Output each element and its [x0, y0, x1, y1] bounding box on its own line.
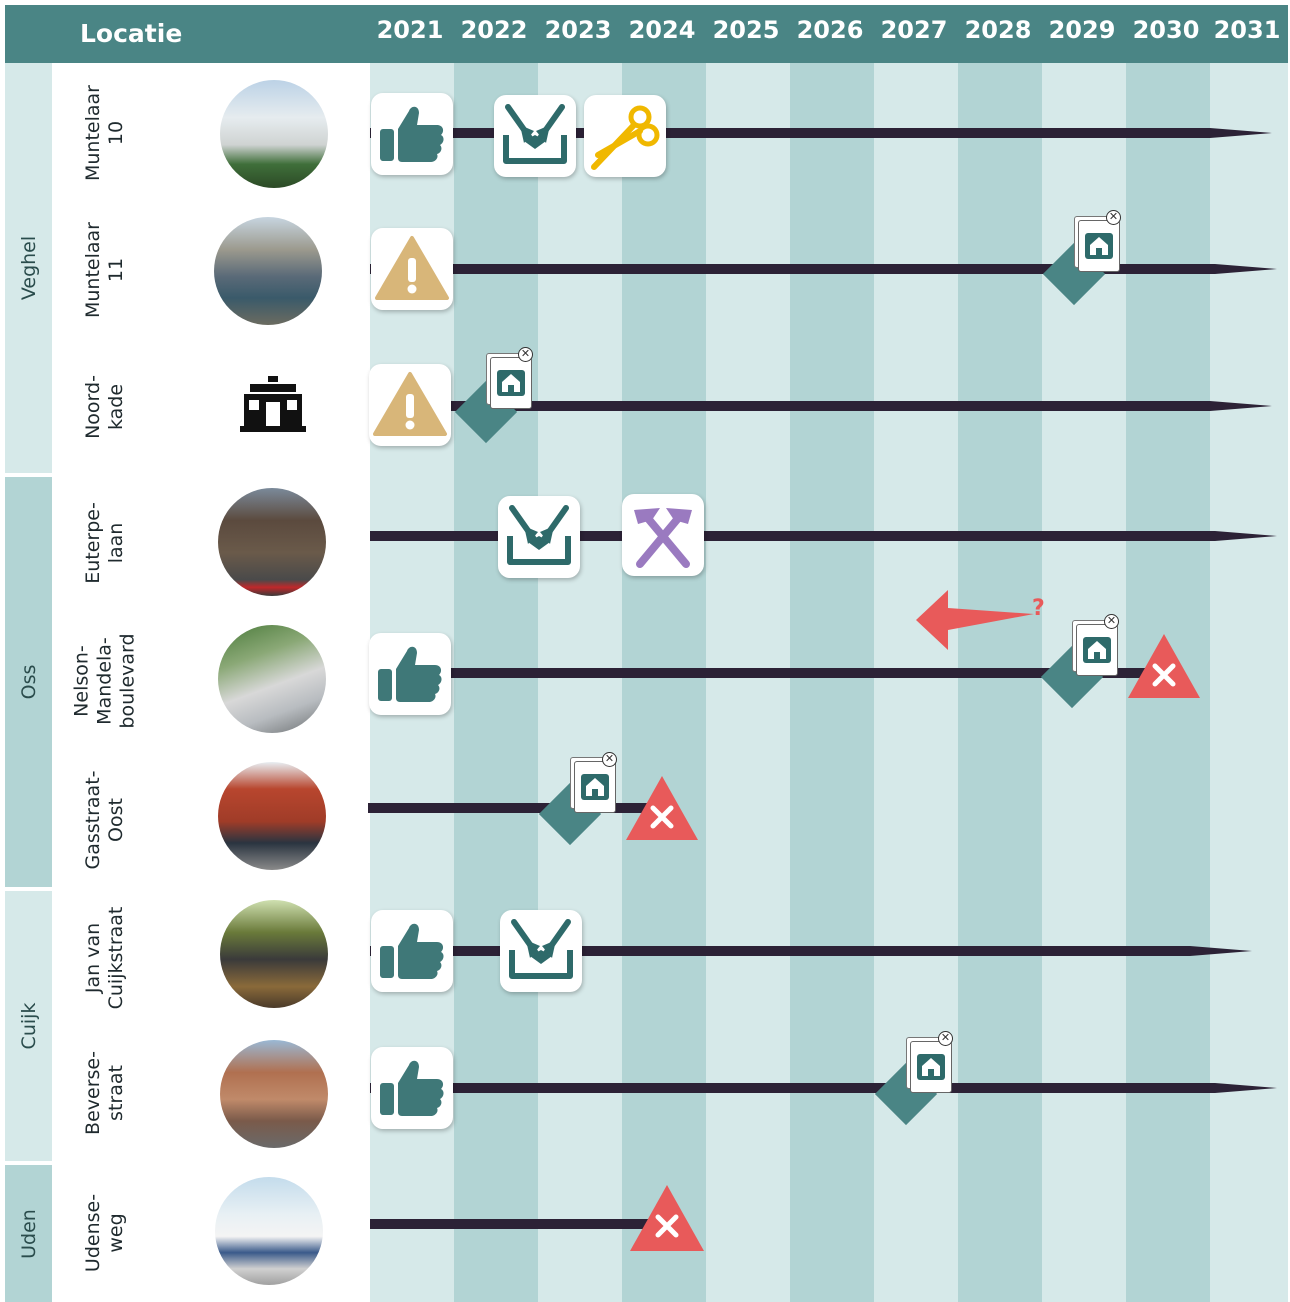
school-building-photo — [214, 217, 322, 325]
campus-render-photo — [218, 625, 326, 733]
year-label: 2021 — [376, 16, 444, 44]
timeline-arrowhead — [1215, 1083, 1277, 1093]
location-label: Jan van Cuijkstraat — [82, 906, 127, 1010]
location-label: Gasstraat- Oost — [82, 770, 127, 870]
termination-icon — [630, 1185, 704, 1251]
timeline-line-nelson-mandela — [370, 668, 1165, 678]
location-label: Beverse- straat — [82, 1051, 127, 1135]
office-building-photo — [220, 80, 328, 188]
year-column-2022 — [454, 63, 538, 1302]
merge-icon — [494, 95, 576, 177]
end-of-lease-icon — [490, 357, 532, 409]
end-of-lease-icon — [910, 1041, 952, 1093]
end-of-lease-icon — [574, 761, 616, 813]
location-label: Nelson- Mandela- boulevard — [70, 633, 139, 729]
thumbs-up-icon — [371, 93, 453, 175]
timeline-arrowhead — [1215, 264, 1277, 274]
timeline-line-beversestraat — [370, 1083, 1215, 1093]
year-column-2027 — [874, 63, 958, 1302]
warning-icon — [369, 364, 451, 446]
question-mark: ? — [1032, 596, 1045, 621]
red-brick-building-photo — [218, 762, 326, 870]
timeline-line-gasstraat — [368, 803, 663, 813]
merge-icon — [498, 496, 580, 578]
close-badge-icon: ✕ — [602, 752, 617, 767]
year-column-2031 — [1210, 63, 1288, 1302]
demolition-icon — [622, 494, 704, 576]
location-label: Muntelaar 10 — [82, 85, 127, 181]
year-label: 2027 — [880, 16, 948, 44]
location-label: Muntelaar 11 — [82, 222, 127, 318]
year-column-2025 — [706, 63, 790, 1302]
end-of-lease-icon — [1076, 624, 1118, 676]
thumbs-up-icon — [369, 633, 451, 715]
termination-icon — [626, 776, 698, 840]
year-label: 2025 — [712, 16, 780, 44]
building-icon — [238, 374, 308, 434]
move-back-arrow — [916, 590, 1034, 650]
thumbs-up-icon — [371, 910, 453, 992]
merge-icon — [500, 910, 582, 992]
close-badge-icon: ✕ — [518, 347, 533, 362]
timeline-arrowhead — [1190, 946, 1252, 956]
brick-facade-photo — [220, 1040, 328, 1148]
white-building-tower-photo — [215, 1177, 323, 1285]
region-cuijk: Cuijk — [5, 891, 52, 1161]
year-column-2024 — [622, 63, 706, 1302]
timeline-line-jan-van-cuijk — [370, 946, 1190, 956]
close-badge-icon: ✕ — [1106, 210, 1121, 225]
scissors-icon — [584, 95, 666, 177]
close-badge-icon: ✕ — [938, 1031, 953, 1046]
region-veghel: Veghel — [5, 63, 52, 473]
year-column-2023 — [538, 63, 622, 1302]
year-column-2028 — [958, 63, 1042, 1302]
timeline-line-udenseweg — [370, 1219, 665, 1229]
thumbs-up-icon — [371, 1047, 453, 1129]
close-badge-icon: ✕ — [1104, 614, 1119, 629]
location-label: Euterpe- laan — [82, 502, 127, 584]
brick-building-photo — [218, 488, 326, 596]
timeline-line-muntelaar-11 — [370, 264, 1215, 274]
year-label: 2023 — [544, 16, 612, 44]
timeline-arrowhead — [1215, 531, 1277, 541]
year-label: 2028 — [964, 16, 1032, 44]
warning-icon — [371, 228, 453, 310]
year-label: 2026 — [796, 16, 864, 44]
year-label: 2031 — [1213, 16, 1281, 44]
timeline-line-noordkade — [370, 401, 1210, 411]
year-column-2026 — [790, 63, 874, 1302]
location-label: Udense- weg — [82, 1193, 127, 1273]
region-uden: Uden — [5, 1165, 52, 1302]
region-oss: Oss — [5, 477, 52, 887]
termination-icon — [1128, 634, 1200, 698]
header-title: Locatie — [80, 19, 183, 48]
timeline-arrowhead — [1210, 401, 1272, 411]
year-label: 2024 — [628, 16, 696, 44]
timeline-line-euterpelaan — [370, 531, 1215, 541]
header-bar: Locatie — [5, 5, 1288, 63]
end-of-lease-icon — [1078, 220, 1120, 272]
year-label: 2029 — [1048, 16, 1116, 44]
year-label: 2030 — [1132, 16, 1200, 44]
timeline-arrowhead — [1210, 128, 1272, 138]
year-label: 2022 — [460, 16, 528, 44]
location-label: Noord- kade — [82, 375, 127, 439]
modern-building-photo — [220, 900, 328, 1008]
timeline-line-muntelaar-10 — [370, 128, 1210, 138]
